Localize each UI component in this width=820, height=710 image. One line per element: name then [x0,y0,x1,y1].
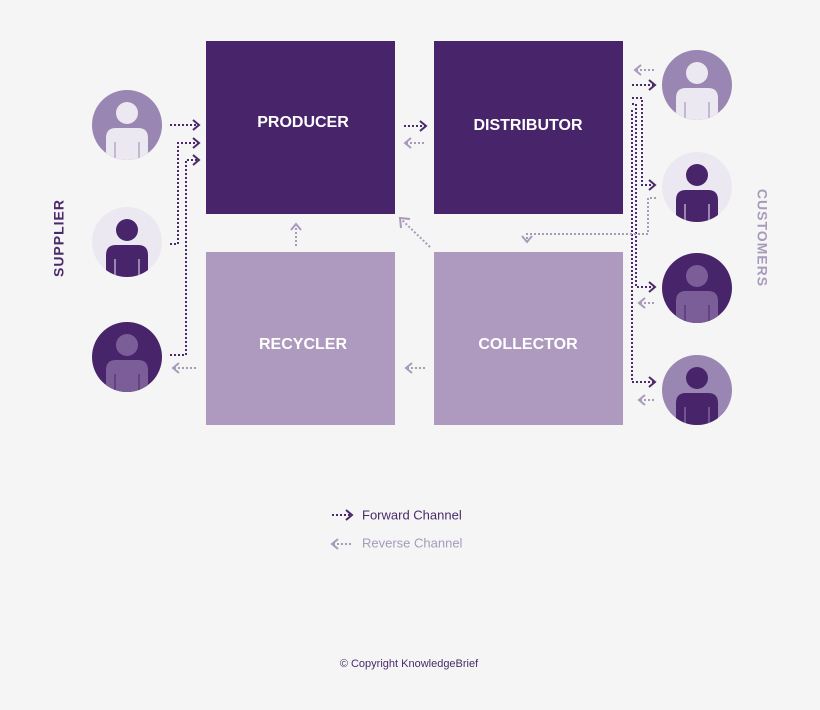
supplier-1-person-icon [92,90,162,160]
distributor-label: DISTRIBUTOR [473,117,582,134]
legend-reverse: Reverse Channel [330,535,463,550]
customers-label: CUSTOMERS [754,189,770,287]
producer-distributor-arrows [403,120,428,149]
customer-reverse-arrows [521,64,656,406]
legend-forward-label: Forward Channel [362,507,462,522]
customer-4-person-icon [662,355,732,425]
legend-reverse-label: Reverse Channel [362,535,463,550]
producer-label: PRODUCER [257,114,349,131]
customer-3-person-icon [662,253,732,323]
collector-label: COLLECTOR [478,336,578,353]
supplier-3-person-icon [92,322,162,392]
supplier-label: SUPPLIER [51,199,67,277]
supplier-2-person-icon [92,207,162,277]
distributor-node: DISTRIBUTOR [434,41,623,214]
recycler-node: RECYCLER [206,252,395,425]
producer-node: PRODUCER [206,41,395,214]
customer-1-person-icon [662,50,732,120]
legend-forward: Forward Channel [332,507,462,522]
distributor-customer-arrows [631,79,657,388]
supplier-forward-arrows [170,119,201,356]
copyright-text: © Copyright KnowledgeBrief [340,658,479,670]
reverse-flow-arrows [171,216,431,374]
customer-2-person-icon [662,152,732,222]
collector-node: COLLECTOR [434,252,623,425]
legend: Forward Channel Reverse Channel [330,507,463,550]
recycler-label: RECYCLER [259,336,347,353]
